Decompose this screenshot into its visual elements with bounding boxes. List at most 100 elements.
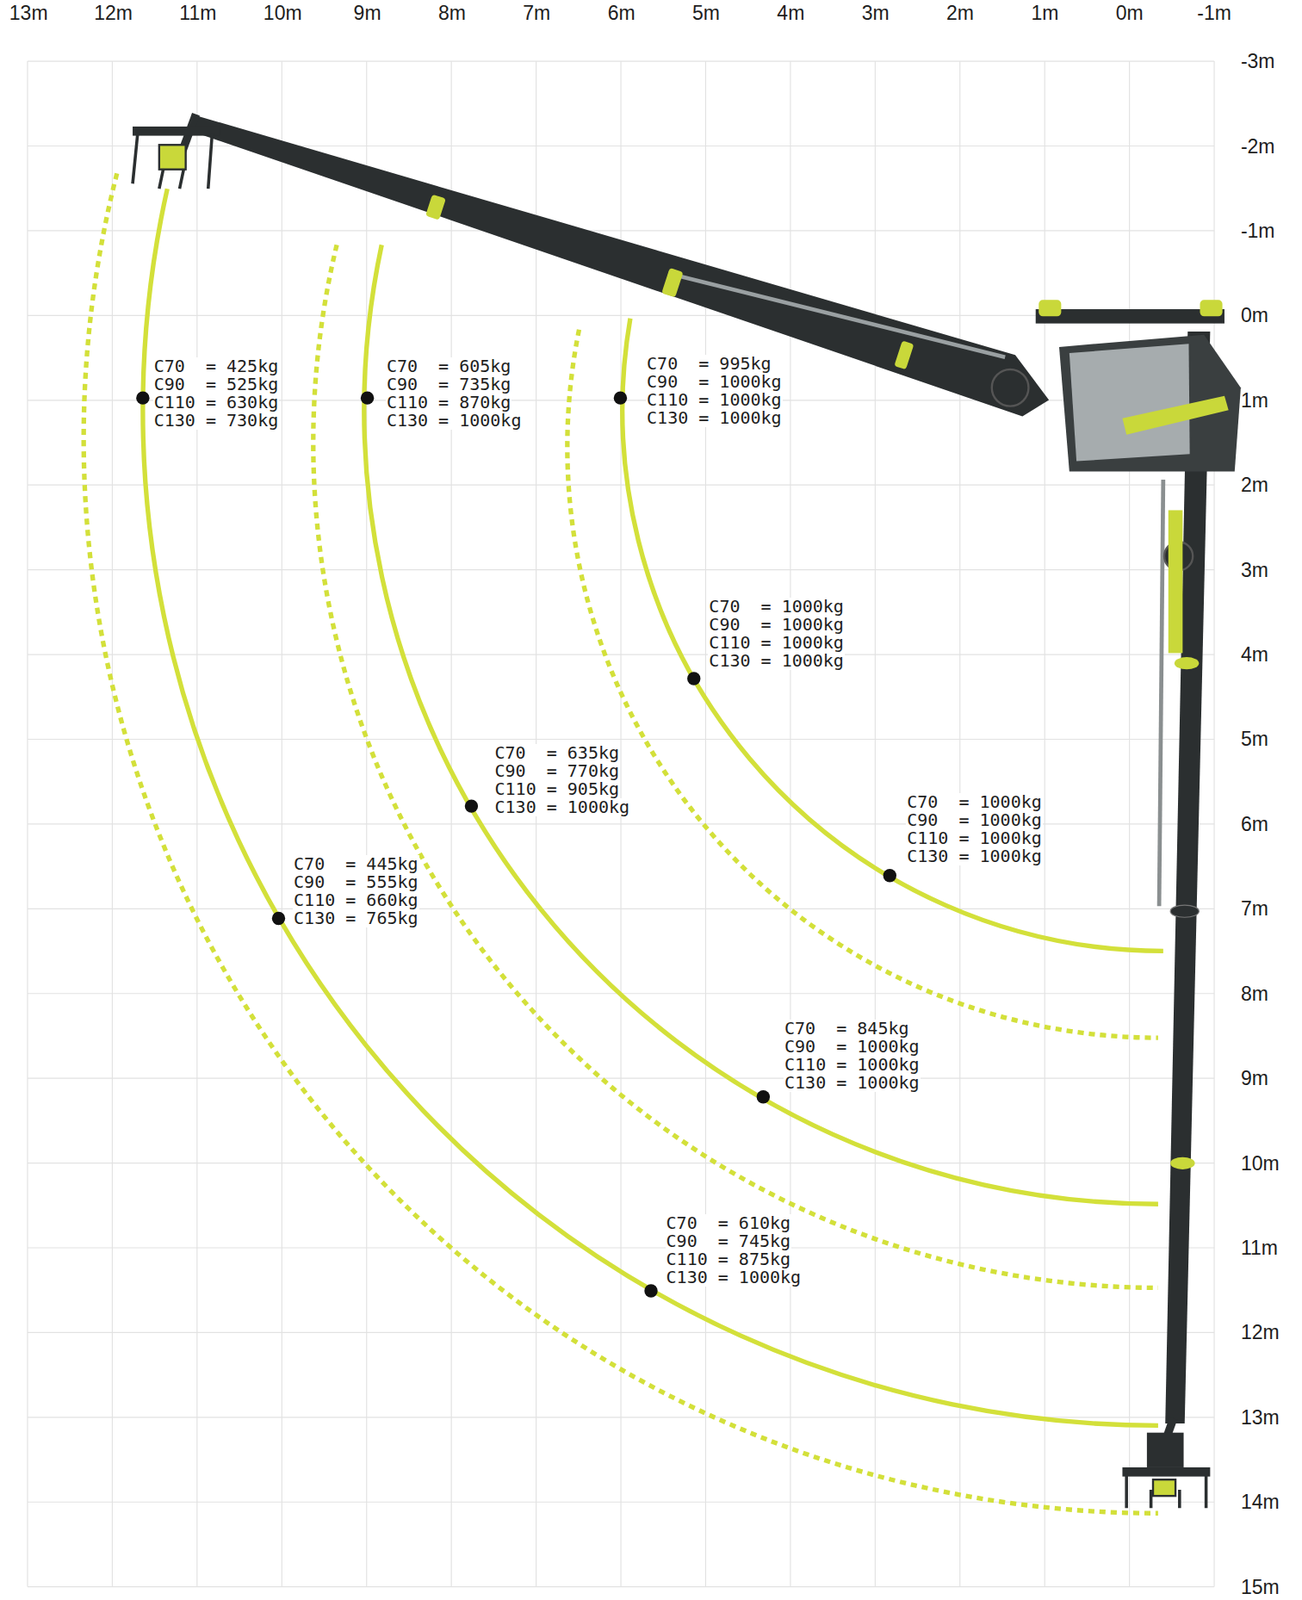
axis-tick: 5m [692,1,720,25]
axis-tick: 8m [438,1,466,25]
axis-tick: -1m [1196,1,1232,25]
crane [132,114,1241,1509]
axis-tick: 9m [353,1,382,25]
load-value: C70 = 845kg [783,1019,911,1038]
roof-light [1038,299,1061,317]
grid-line [27,569,1215,571]
boom [189,114,1049,417]
load-value: C90 = 770kg [494,762,621,781]
axis-tick: 12m [1240,1320,1280,1344]
mast-cylinder [1159,479,1164,906]
grid [27,61,1215,1588]
grid-line [27,484,1215,486]
axis-tick: 10m [263,1,303,25]
grid-line [27,738,1215,740]
grapple-body [1147,1432,1185,1468]
load-value: C130 = 1000kg [707,651,845,670]
cab-logo [1122,396,1228,435]
rating-point [136,390,149,404]
grapple-rotator [159,144,186,169]
rating-point [613,390,627,404]
load-value: C130 = 1000kg [905,847,1043,866]
load-value: C110 = 905kg [494,780,621,799]
load-value: C70 = 635kg [494,744,621,763]
load-value: C90 = 745kg [665,1232,793,1251]
load-value: C70 = 1000kg [707,597,845,616]
grid-line [27,1501,1215,1503]
grapple-tines [132,132,212,189]
axis-tick: 1m [1030,1,1059,25]
boom-ring [893,341,914,371]
grid-line [27,1586,1215,1588]
reach-arcs [83,173,1164,1513]
axis-tick: 0m [1240,303,1269,327]
axis-tick: 5m [1240,727,1269,751]
load-value: C70 = 425kg [153,357,280,376]
grid-line [27,229,1215,231]
mast-stripe [1168,509,1184,653]
rating-points [136,390,897,1297]
axis-tick: -1m [1240,219,1276,242]
grid-line [27,1078,1215,1079]
axis-tick: 13m [1240,1406,1280,1429]
grid-line [27,61,1215,62]
mast [1165,331,1210,1424]
boom-cylinder [668,273,1005,358]
load-value: C90 = 1000kg [783,1037,921,1056]
axis-tick: 3m [1240,558,1269,582]
rating-point [756,1090,770,1104]
grid-line [27,1246,1215,1248]
dashed-reach-arc [83,173,1159,1513]
load-value: C110 = 875kg [665,1250,793,1269]
load-value: C110 = 1000kg [783,1055,921,1074]
rating-point [644,1283,658,1297]
load-value: C130 = 1000kg [665,1268,803,1287]
mast-ring [1170,1157,1195,1170]
rating-point [465,799,478,813]
load-value: C110 = 1000kg [707,633,845,652]
axis-tick: 12m [93,1,133,25]
boom-ring [661,267,683,298]
rating-point [687,671,701,685]
axis-tick: 8m [1240,982,1269,1005]
axis-tick: 4m [776,1,805,25]
rating-point [360,390,374,404]
axis-tick: 11m [1240,1236,1278,1259]
load-value: C70 = 445kg [292,855,420,874]
axis-tick: 13m [9,1,49,25]
boom-pivot [992,369,1030,407]
load-value: C130 = 765kg [292,909,420,928]
load-value: C110 = 630kg [153,393,280,412]
cab [1059,334,1241,472]
axis-tick: 2m [946,1,974,25]
axis-tick: 7m [1240,897,1269,920]
reach-arc [142,188,1159,1426]
mast-ring [1174,657,1199,670]
mast-ring [1170,905,1199,918]
load-value: C110 = 1000kg [645,390,783,410]
axis-tick: 7m [522,1,551,25]
grapple-bar [1122,1467,1210,1477]
load-value: C70 = 610kg [665,1214,793,1233]
load-value: C90 = 1000kg [645,372,783,391]
load-value: C90 = 1000kg [707,615,845,634]
axis-tick: -3m [1240,49,1276,73]
axis-tick: 14m [1240,1490,1280,1513]
grid-line [27,908,1215,910]
load-value: C90 = 555kg [292,873,420,892]
axis-tick: 6m [607,1,636,25]
grapple-rotator [1153,1479,1176,1496]
axis-tick: 6m [1240,812,1269,836]
load-value: C130 = 1000kg [494,798,632,817]
rating-point [883,868,897,882]
axis-tick: 9m [1240,1066,1269,1090]
axis-tick: 10m [1240,1152,1280,1175]
grid-line [27,653,1215,655]
axis-tick: 0m [1116,1,1144,25]
rating-point [272,911,286,925]
load-value: C90 = 1000kg [905,811,1043,830]
axis-tick: -2m [1240,135,1276,158]
axis-tick: 2m [1240,473,1269,496]
load-value: C130 = 1000kg [783,1073,921,1092]
